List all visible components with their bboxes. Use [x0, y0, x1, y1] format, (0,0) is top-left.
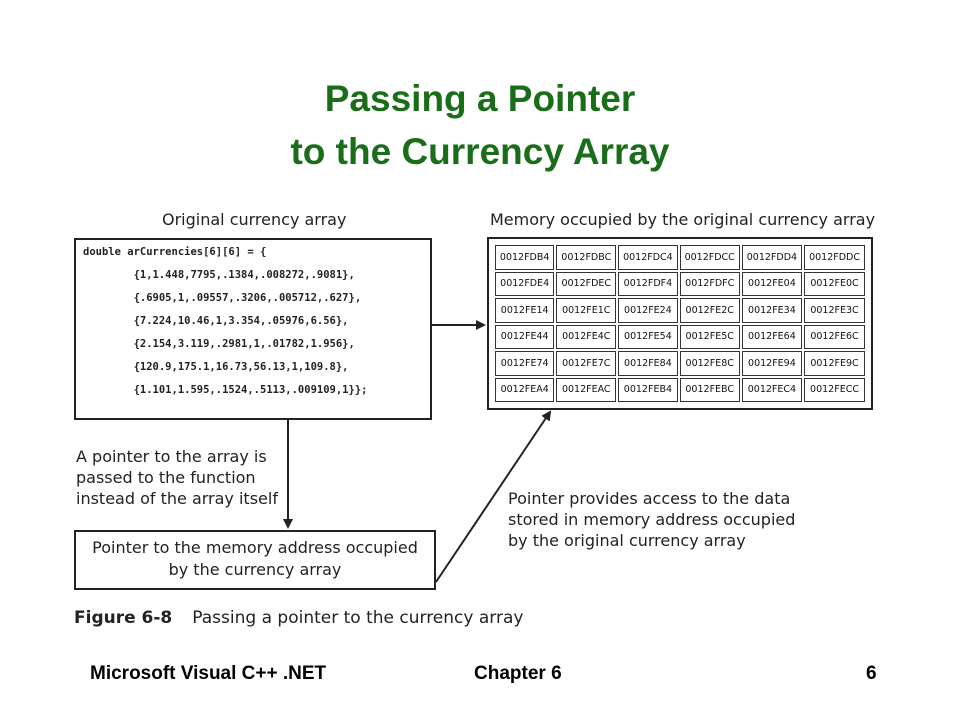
memory-cell: 0012FE54	[618, 324, 678, 349]
pointer-box: Pointer to the memory address occupied b…	[74, 530, 436, 590]
footer-course: Microsoft Visual C++ .NET	[90, 663, 327, 684]
memory-table: 0012FDB4 0012FDBC 0012FDC4 0012FDCC 0012…	[493, 243, 867, 404]
memory-cell: 0012FE44	[495, 324, 555, 349]
memory-cell: 0012FE64	[741, 324, 803, 349]
memory-row: 0012FDE4 0012FDEC 0012FDF4 0012FDFC 0012…	[495, 271, 865, 296]
memory-cell: 0012FEB4	[618, 377, 678, 402]
pointer-passed-note-line: instead of the array itself	[76, 489, 278, 508]
memory-cell: 0012FDBC	[556, 245, 617, 270]
pointer-passed-note-line: A pointer to the array is	[76, 447, 267, 466]
code-line: {2.154,3.119,.2981,1,.01782,1.956},	[83, 338, 355, 350]
memory-row: 0012FE74 0012FE7C 0012FE84 0012FE8C 0012…	[495, 351, 865, 376]
memory-row: 0012FEA4 0012FEAC 0012FEB4 0012FEBC 0012…	[495, 377, 865, 402]
memory-cell: 0012FE8C	[679, 351, 740, 376]
code-line: {120.9,175.1,16.73,56.13,1,109.8},	[83, 361, 349, 373]
memory-cell: 0012FE3C	[804, 298, 865, 323]
pointer-access-note-line: by the original currency array	[508, 531, 746, 550]
code-line: double arCurrencies[6][6] = {	[83, 246, 267, 258]
memory-cell: 0012FE74	[495, 351, 555, 376]
pointer-access-note-line: stored in memory address occupied	[508, 510, 796, 529]
memory-cell: 0012FEBC	[679, 377, 740, 402]
memory-row: 0012FE44 0012FE4C 0012FE54 0012FE5C 0012…	[495, 324, 865, 349]
slide-title-line-2: to the Currency Array	[290, 131, 670, 172]
footer-page-number: 6	[866, 663, 877, 684]
memory-cell: 0012FE2C	[679, 298, 740, 323]
memory-cell: 0012FDFC	[679, 271, 740, 296]
code-line: {7.224,10.46,1,3.354,.05976,6.56},	[83, 315, 349, 327]
code-line: {1,1.448,7795,.1384,.008272,.9081},	[83, 269, 355, 281]
memory-cell: 0012FDDC	[804, 245, 865, 270]
memory-cell: 0012FE5C	[679, 324, 740, 349]
memory-cell: 0012FE4C	[556, 324, 617, 349]
memory-cell: 0012FE04	[741, 271, 803, 296]
code-box: double arCurrencies[6][6] = { {1,1.448,7…	[74, 238, 432, 420]
memory-cell: 0012FDD4	[741, 245, 803, 270]
memory-grid: 0012FDB4 0012FDBC 0012FDC4 0012FDCC 0012…	[487, 237, 873, 410]
memory-cell: 0012FDF4	[618, 271, 678, 296]
memory-cell: 0012FE0C	[804, 271, 865, 296]
memory-cell: 0012FDE4	[495, 271, 555, 296]
memory-cell: 0012FE6C	[804, 324, 865, 349]
pointer-passed-note-line: passed to the function	[76, 468, 256, 487]
figure-caption-text: Passing a pointer to the currency array	[192, 608, 524, 628]
memory-cell: 0012FDC4	[618, 245, 678, 270]
memory-cell: 0012FE34	[741, 298, 803, 323]
memory-row: 0012FDB4 0012FDBC 0012FDC4 0012FDCC 0012…	[495, 245, 865, 270]
pointer-box-line: by the currency array	[168, 560, 342, 579]
memory-row: 0012FE14 0012FE1C 0012FE24 0012FE2C 0012…	[495, 298, 865, 323]
memory-cell: 0012FDCC	[679, 245, 740, 270]
original-array-label: Original currency array	[162, 210, 347, 229]
memory-occupied-label: Memory occupied by the original currency…	[490, 210, 876, 229]
footer-chapter: Chapter 6	[474, 663, 562, 684]
memory-cell: 0012FECC	[804, 377, 865, 402]
memory-cell: 0012FEC4	[741, 377, 803, 402]
pointer-box-line: Pointer to the memory address occupied	[92, 538, 418, 557]
memory-cell: 0012FDB4	[495, 245, 555, 270]
memory-cell: 0012FEA4	[495, 377, 555, 402]
slide-title-line-1: Passing a Pointer	[324, 78, 636, 119]
memory-cell: 0012FE7C	[556, 351, 617, 376]
memory-cell: 0012FE24	[618, 298, 678, 323]
figure-number: Figure 6-8	[74, 608, 173, 628]
memory-cell: 0012FE84	[618, 351, 678, 376]
memory-cell: 0012FEAC	[556, 377, 617, 402]
memory-cell: 0012FE94	[741, 351, 803, 376]
pointer-access-note-line: Pointer provides access to the data	[508, 489, 791, 508]
pointer-to-memory-arrow	[435, 410, 552, 583]
memory-cell: 0012FDEC	[556, 271, 617, 296]
figure-caption: Figure 6-8 Passing a pointer to the curre…	[74, 608, 523, 628]
code-line: {.6905,1,.09557,.3206,.005712,.627},	[83, 292, 362, 304]
memory-cell: 0012FE14	[495, 298, 555, 323]
memory-cell: 0012FE9C	[804, 351, 865, 376]
memory-cell: 0012FE1C	[556, 298, 617, 323]
code-line: {1.101,1.595,.1524,.5113,.009109,1}};	[83, 384, 368, 396]
